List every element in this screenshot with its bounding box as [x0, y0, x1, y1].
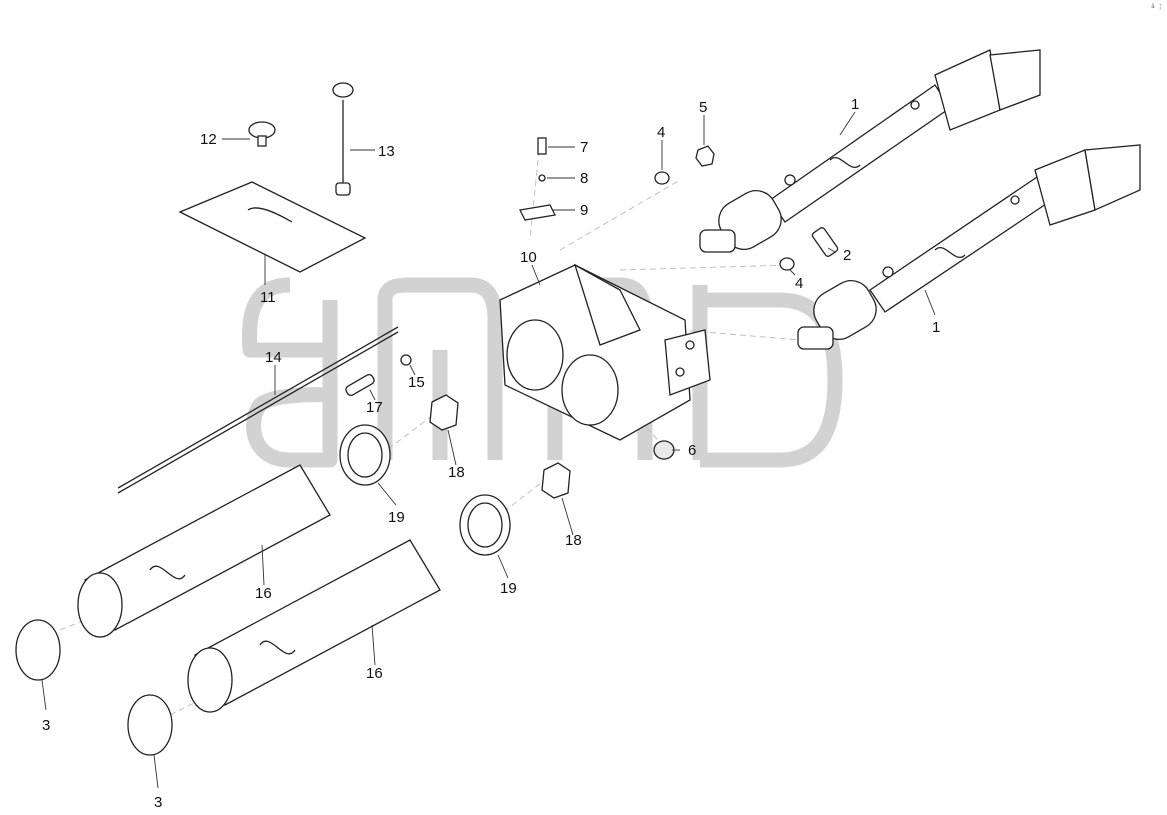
- callout-17: 17: [366, 399, 383, 416]
- callout-5: 5: [699, 99, 707, 116]
- callout-8: 8: [580, 170, 588, 187]
- o-rings: [15, 619, 173, 756]
- hydraulic-cylinder-lower: [797, 144, 1141, 350]
- callout-2: 2: [843, 247, 851, 264]
- callout-12: 12: [200, 131, 217, 148]
- collars: [429, 394, 571, 499]
- callout-16-right: 16: [366, 665, 383, 682]
- corner-mark: â¦: [1151, 4, 1161, 10]
- callout-11: 11: [260, 289, 276, 306]
- callout-1-upper: 1: [851, 96, 859, 113]
- knob-and-dipstick: [248, 82, 354, 196]
- washer-part-4a: [654, 171, 670, 185]
- callout-16-left: 16: [255, 585, 272, 602]
- callout-15: 15: [408, 374, 425, 391]
- nut-part-5: [695, 145, 715, 167]
- callout-3-left: 3: [42, 717, 50, 734]
- pin-and-seal: [345, 354, 412, 397]
- callout-14: 14: [265, 349, 282, 366]
- callout-10: 10: [520, 249, 537, 266]
- seal-part-15: [400, 354, 412, 366]
- callout-19-upper: 19: [388, 509, 405, 526]
- bracket-part-9: [519, 204, 556, 221]
- cap-part-6: [653, 440, 675, 460]
- washer-part-8: [538, 174, 546, 182]
- callout-9: 9: [580, 202, 588, 219]
- callout-labels: 1 1 2 3 3 4 4 5 6 7 8 9 10 11 12 13 14 1…: [42, 96, 940, 811]
- callout-7: 7: [580, 139, 588, 156]
- callout-4-lower: 4: [795, 275, 803, 292]
- o-ring-part-3a: [15, 619, 61, 681]
- collar-part-18a: [429, 394, 459, 431]
- callout-13: 13: [378, 143, 395, 160]
- valve-housing: [499, 263, 711, 441]
- cover-plate: [178, 181, 367, 273]
- callout-3-right: 3: [154, 794, 162, 811]
- pistons: [339, 424, 511, 556]
- hydraulic-cylinder-upper: [699, 49, 1041, 253]
- callout-4-upper: 4: [657, 124, 665, 141]
- knob-part-13: [332, 82, 354, 98]
- alignment-lines: [59, 139, 801, 716]
- callout-1-lower: 1: [932, 319, 940, 336]
- collar-part-18b: [541, 462, 571, 499]
- callout-18-lower: 18: [565, 532, 582, 549]
- cylinder-tubes: [77, 464, 441, 713]
- callout-19-lower: 19: [500, 580, 517, 597]
- screw-part-7: [537, 137, 547, 155]
- tie-rod: [117, 326, 399, 494]
- callout-6: 6: [688, 442, 696, 459]
- pin-part-17: [345, 373, 375, 397]
- leader-lines: [41, 111, 936, 789]
- o-ring-part-3b: [127, 694, 173, 756]
- washer-part-4b: [779, 257, 795, 271]
- callout-18-upper: 18: [448, 464, 465, 481]
- pin-part-2: [811, 227, 839, 257]
